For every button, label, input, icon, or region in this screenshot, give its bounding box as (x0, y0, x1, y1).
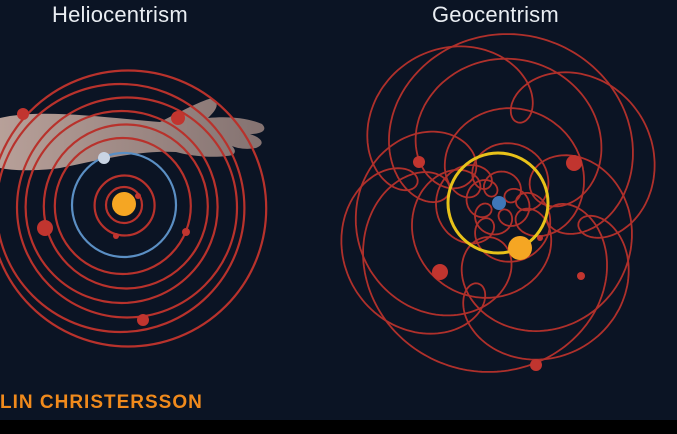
sun (112, 192, 136, 216)
planet-3 (432, 264, 448, 280)
planet-2 (413, 156, 425, 168)
orbit-ring (93, 174, 156, 237)
epicycle-path (362, 33, 634, 373)
orbit-ring (104, 185, 144, 225)
planet-outer-1 (37, 220, 53, 236)
planet-1 (566, 155, 582, 171)
orbit-ring (15, 96, 239, 319)
heliocentrism-title: Heliocentrism (52, 2, 188, 27)
earth-orbit (70, 151, 178, 259)
planet-outer-4 (137, 314, 149, 326)
sun (508, 236, 532, 260)
bottom-letterbox (0, 420, 677, 434)
credit-caption: LIN CHRISTERSSON (0, 392, 203, 413)
planet-orbits (0, 69, 268, 348)
earth (98, 152, 110, 164)
orbit-ring (0, 82, 246, 334)
epicycle-path (435, 142, 552, 263)
epicycle-paths (340, 33, 656, 373)
epicycle-path (340, 45, 656, 361)
planet-mercury (135, 193, 141, 199)
planet-outer-3 (17, 108, 29, 120)
planet-mars (182, 228, 190, 236)
planet-4 (530, 359, 542, 371)
orbit-ring (53, 136, 192, 276)
planet-6 (537, 235, 543, 241)
orbit-ring (24, 109, 219, 305)
orbit-ring (42, 123, 209, 290)
planet-outer-2 (171, 111, 185, 125)
planet-5 (577, 272, 585, 280)
heliocentric-diagram (0, 69, 268, 348)
planet-venus (113, 233, 119, 239)
geocentric-diagram (340, 33, 656, 373)
epicycle-path (354, 57, 633, 333)
earth-center (492, 196, 506, 210)
orbit-ring (0, 69, 268, 348)
sun-orbit (446, 151, 550, 255)
geocentrism-title: Geocentrism (432, 2, 559, 27)
